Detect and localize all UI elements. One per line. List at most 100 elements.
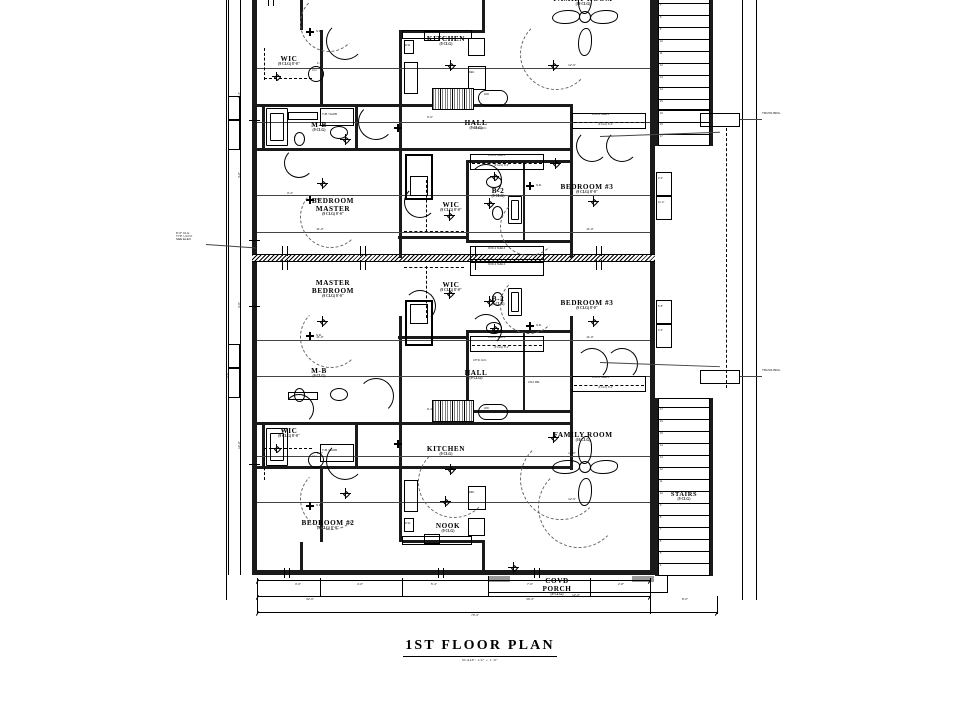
dishwasher-label-upper: D.W. xyxy=(405,44,411,47)
dim-box-right-1 xyxy=(656,172,672,196)
light-fixture-icon-13 xyxy=(548,432,559,443)
window-mid-16 xyxy=(601,260,602,270)
rod-shelf-sub-lower: (9 CLG) 8'-0" xyxy=(598,386,614,389)
ceiling-outlet-icon-3 xyxy=(394,124,402,132)
kitchen-sink-upper xyxy=(424,31,440,41)
dim-right-b: 11'-4" xyxy=(658,201,665,204)
wic-shelf-lower-1 xyxy=(264,448,312,449)
dim-bedroom3-upper: 11'-0" xyxy=(586,227,594,231)
interior-wall-uv5 xyxy=(466,160,469,242)
door-swing-6 xyxy=(606,130,638,162)
truss-bearing-box-lower xyxy=(700,370,740,384)
interior-wall-l8 xyxy=(398,336,468,339)
truss-bearing-box-upper xyxy=(700,113,740,127)
dim-left-d: 12'-0" xyxy=(237,441,241,449)
light-fixture-icon-11 xyxy=(484,296,495,307)
window-mid-1 xyxy=(282,246,283,256)
interior-wall-lv2 xyxy=(399,316,402,424)
overhang-dashed-line xyxy=(726,128,727,388)
interior-wall-lv11 xyxy=(523,332,525,412)
water-heater-upper xyxy=(308,66,324,82)
room-label-bedroom3-lower: BEDROOM #3 (9 CLG) 8'-0" xyxy=(560,299,614,311)
beam-label-lower: 2X10 DBL xyxy=(528,381,540,384)
room-label-wic-master-upper: WIC (9 CLG) 8'-0" xyxy=(440,201,462,213)
dim-tick-v1 xyxy=(257,578,258,614)
laundry-label-lower: W/D xyxy=(484,407,490,410)
stairs-upper-2: 16 17 16 xyxy=(658,110,710,146)
dim-bedroom3-lower: 11'-0" xyxy=(586,335,594,339)
dim-box-left-2 xyxy=(228,120,240,150)
linen-shelf-upper xyxy=(574,122,644,123)
kitchen-island-upper xyxy=(432,88,474,110)
dim-box-left-3 xyxy=(228,344,240,368)
wic-shelf-upper-2 xyxy=(264,48,265,80)
wic-master-shelf-lower-h xyxy=(404,267,464,268)
wic-shelf-lower-2 xyxy=(264,448,265,480)
dim-right-c: 6'-8" xyxy=(658,305,664,308)
room-label-kitchen-upper: KITCHEN (9 CLG) xyxy=(426,35,466,47)
interior-wall-u5 xyxy=(468,160,573,163)
interior-wall-uv8 xyxy=(355,104,358,150)
rod-shelf-label-mid-upper: ROD & SHELF xyxy=(488,247,506,250)
attic-access-upper: ATTIC ACC. xyxy=(473,127,488,130)
frame-line-right-b xyxy=(756,0,757,600)
rod-shelf-label-lower: ROD & SHELF xyxy=(592,376,610,379)
room-label-wic-master-lower: WIC (9 CLG) 8'-0" xyxy=(440,281,462,293)
interior-wall-lv5 xyxy=(466,332,469,414)
door-swing-2 xyxy=(358,104,394,140)
window-mid-9 xyxy=(470,246,471,256)
dishwasher-lower xyxy=(404,518,414,532)
dim-family-room-lower2: 12'-0" xyxy=(568,497,576,501)
kitchen-counter-lower xyxy=(402,536,472,545)
frame-line-right-a xyxy=(742,0,743,600)
porch-slab-right xyxy=(632,576,654,582)
interior-wall-l5 xyxy=(468,410,573,413)
porch-edge-line xyxy=(488,592,668,593)
smoke-detector-label-5: S.D. xyxy=(536,183,543,187)
range-upper xyxy=(468,38,485,56)
laundry-lower xyxy=(478,404,508,420)
dim-family-room-upper: 12'-0" xyxy=(568,63,576,67)
stair-wall-upper xyxy=(710,0,713,146)
dim-bedroom-lower: 11'-0" xyxy=(316,335,324,339)
interior-wall-lv6 xyxy=(300,542,303,572)
light-fixture-icon-6 xyxy=(444,210,455,221)
pantry-lower xyxy=(404,480,418,512)
window-left-4 xyxy=(249,464,260,465)
laundry-upper xyxy=(478,90,508,106)
door-swing-dashed-2 xyxy=(300,186,362,248)
dim-bedroom-upper: 11'-0" xyxy=(316,227,324,231)
linen-closet-lower2 xyxy=(470,336,544,352)
frame-line-left xyxy=(226,0,227,600)
dim-tick-v2 xyxy=(650,578,651,614)
dim-bottom-c: 7'-0" xyxy=(527,582,533,586)
interior-wall-lv9 xyxy=(262,422,265,468)
door-swing-11 xyxy=(576,348,608,380)
window-left-1 xyxy=(249,120,260,121)
door-swing-dashed-4 xyxy=(300,468,362,530)
room-label-stairs-lower: STAIRS (9 CLG) xyxy=(670,491,698,502)
dim-porch-width: 12'-0" xyxy=(572,593,580,597)
ceiling-outlet-icon-4 xyxy=(394,440,402,448)
laundry-label-upper: W/D xyxy=(484,93,490,96)
wic-shelf-upper-1 xyxy=(264,78,312,79)
door-swing-dashed-8 xyxy=(418,446,490,518)
light-fixture-icon-20 xyxy=(272,72,282,82)
stairs-upper: 7 8 9 10 11 12 13 14 15 xyxy=(658,0,710,110)
window-left-2 xyxy=(249,240,260,241)
window-mid-7 xyxy=(360,260,361,270)
attic-access-lower: ATTIC ACC. xyxy=(473,359,488,362)
interior-wall-uv1 xyxy=(399,30,402,150)
door-swing-dashed-9 xyxy=(500,198,558,256)
wic-master-shelf-upper-h xyxy=(404,231,464,232)
dim-tick-v6 xyxy=(320,578,321,596)
master-vanity-top-upper xyxy=(288,112,318,120)
exterior-wall-right xyxy=(650,0,655,575)
stair-wall-lower-in xyxy=(655,398,658,576)
scale-note: SCALE: 1/4" = 1'-0" xyxy=(462,658,498,662)
linen-shelf-lower xyxy=(574,385,644,386)
window-bot-1 xyxy=(284,568,285,578)
window-bot-2 xyxy=(289,568,290,578)
dim-tick-v7 xyxy=(590,578,591,596)
